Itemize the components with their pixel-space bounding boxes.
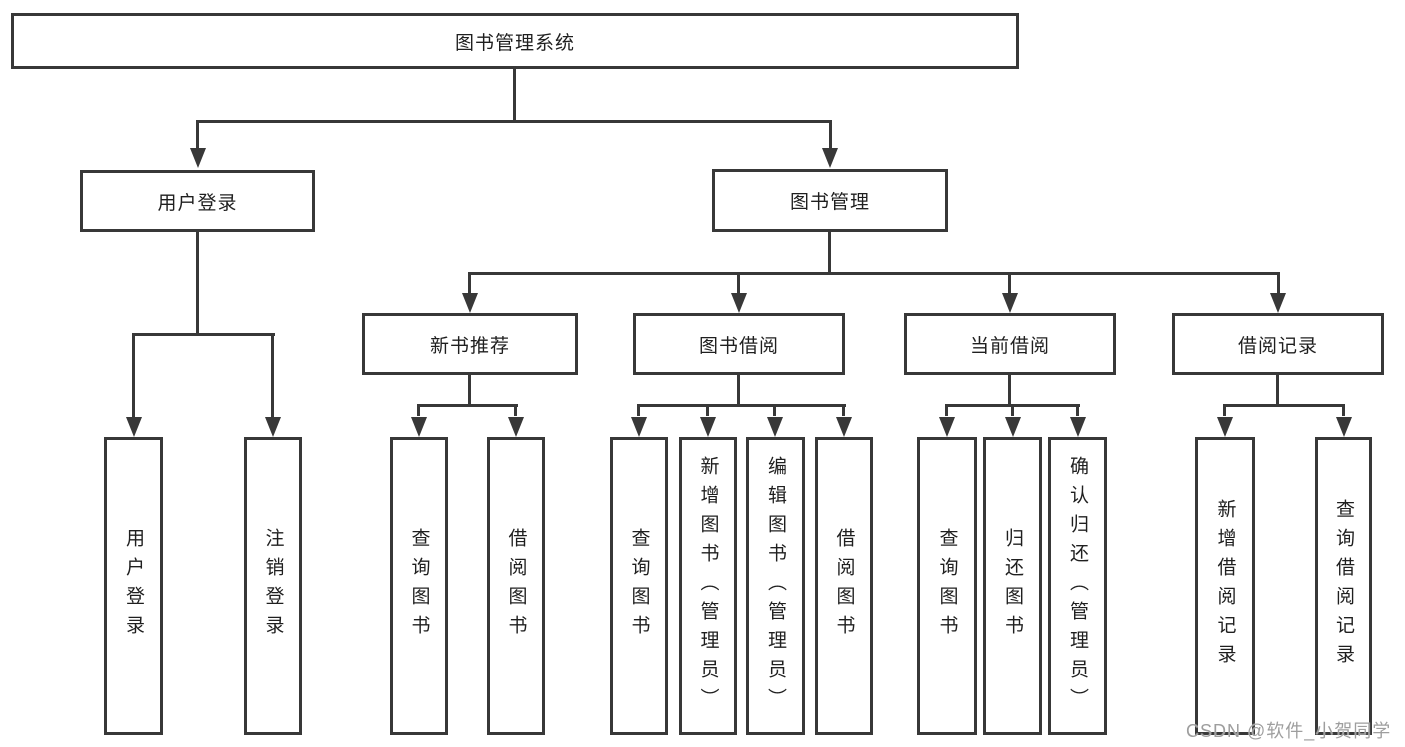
leaf-label: 新增图书（管理员） — [697, 455, 719, 717]
arrow-down-icon — [1002, 293, 1018, 313]
leaf-borrow-books-recommend: 借阅图书 — [487, 437, 545, 735]
connector-line — [773, 404, 776, 416]
node-label: 当前借阅 — [969, 335, 1050, 357]
arrow-down-icon — [190, 148, 206, 168]
node-book-management: 图书管理 — [712, 169, 948, 232]
connector-line — [196, 120, 832, 123]
leaf-label: 借阅图书 — [833, 528, 855, 644]
connector-line — [468, 375, 471, 407]
leaf-edit-books-admin: 编辑图书（管理员） — [746, 437, 805, 735]
arrow-down-icon — [1005, 417, 1021, 437]
connector-line — [706, 404, 709, 416]
connector-line — [1011, 404, 1014, 416]
connector-line — [737, 375, 740, 407]
connector-line — [513, 68, 516, 122]
connector-line — [945, 404, 948, 416]
connector-line — [829, 120, 832, 150]
connector-line — [1342, 404, 1345, 416]
leaf-logout: 注销登录 — [244, 437, 302, 735]
connector-line — [1277, 272, 1280, 294]
node-current-borrowing: 当前借阅 — [904, 313, 1116, 375]
arrow-down-icon — [126, 417, 142, 437]
node-root-label: 图书管理系统 — [454, 32, 575, 54]
leaf-return-books: 归还图书 — [983, 437, 1042, 735]
connector-line — [637, 404, 846, 407]
connector-line — [132, 333, 135, 419]
connector-line — [468, 272, 471, 294]
leaf-label: 查询图书 — [408, 528, 430, 644]
leaf-confirm-return-admin: 确认归还（管理员） — [1048, 437, 1107, 735]
leaf-query-books-current: 查询图书 — [917, 437, 977, 735]
arrow-down-icon — [700, 417, 716, 437]
leaf-label: 归还图书 — [1002, 528, 1023, 644]
arrow-down-icon — [1070, 417, 1086, 437]
connector-line — [514, 404, 517, 416]
leaf-borrow-books-borrowing: 借阅图书 — [815, 437, 873, 735]
arrow-down-icon — [939, 417, 955, 437]
node-label: 图书管理 — [789, 192, 870, 213]
connector-line — [132, 333, 275, 336]
arrow-down-icon — [1270, 293, 1286, 313]
leaf-label: 用户登录 — [123, 528, 144, 644]
arrow-down-icon — [462, 293, 478, 313]
connector-line — [417, 404, 518, 407]
leaf-query-books-recommend: 查询图书 — [390, 437, 448, 735]
arrow-down-icon — [822, 148, 838, 168]
connector-line — [1008, 375, 1011, 407]
connector-line — [842, 404, 845, 416]
arrow-down-icon — [411, 417, 427, 437]
node-label: 借阅记录 — [1237, 335, 1318, 357]
arrow-down-icon — [836, 417, 852, 437]
leaf-add-books-admin: 新增图书（管理员） — [679, 437, 737, 735]
arrow-down-icon — [265, 417, 281, 437]
arrow-down-icon — [508, 417, 524, 437]
connector-line — [1276, 375, 1279, 407]
connector-line — [196, 232, 199, 336]
arrow-down-icon — [631, 417, 647, 437]
leaf-label: 查询图书 — [936, 528, 958, 644]
node-label: 用户登录 — [157, 192, 238, 214]
leaf-label: 注销登录 — [262, 528, 284, 644]
node-root-library-system: 图书管理系统 — [11, 13, 1019, 69]
connector-line — [1223, 404, 1226, 416]
connector-line — [1076, 404, 1079, 416]
leaf-label: 借阅图书 — [505, 528, 527, 644]
arrow-down-icon — [1217, 417, 1233, 437]
leaf-query-books-borrowing: 查询图书 — [610, 437, 668, 735]
leaf-label: 查询借阅记录 — [1333, 499, 1354, 673]
connector-line — [1008, 272, 1011, 294]
node-label: 新书推荐 — [429, 335, 510, 357]
connector-line — [196, 120, 199, 150]
leaf-user-login: 用户登录 — [104, 437, 163, 735]
connector-line — [737, 272, 740, 294]
arrow-down-icon — [1336, 417, 1352, 437]
node-new-book-recommend: 新书推荐 — [362, 313, 578, 375]
leaf-label: 确认归还（管理员） — [1067, 455, 1088, 717]
arrow-down-icon — [767, 417, 783, 437]
node-user-login: 用户登录 — [80, 170, 315, 232]
arrow-down-icon — [731, 293, 747, 313]
connector-line — [1223, 404, 1345, 407]
node-book-borrowing: 图书借阅 — [633, 313, 845, 375]
connector-line — [828, 232, 831, 274]
csdn-watermark: CSDN @软件_小贺同学 — [1186, 721, 1392, 741]
leaf-add-borrow-record: 新增借阅记录 — [1195, 437, 1255, 735]
node-borrowing-records: 借阅记录 — [1172, 313, 1384, 375]
connector-line — [417, 404, 420, 416]
connector-line — [637, 404, 640, 416]
leaf-label: 查询图书 — [628, 528, 650, 644]
node-label: 图书借阅 — [698, 335, 779, 357]
leaf-label: 编辑图书（管理员） — [765, 455, 786, 717]
leaf-label: 新增借阅记录 — [1214, 499, 1236, 673]
connector-line — [271, 333, 274, 419]
leaf-query-borrow-record: 查询借阅记录 — [1315, 437, 1372, 735]
connector-line — [468, 272, 1280, 275]
